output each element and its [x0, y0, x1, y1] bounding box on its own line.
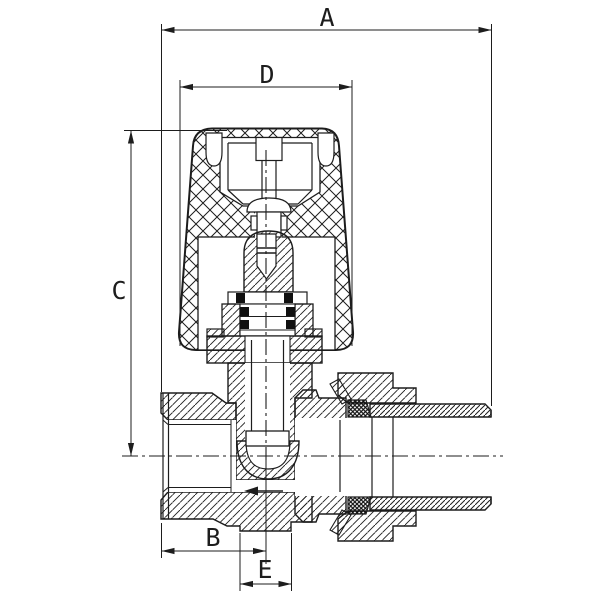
dim-e-arrow-right — [278, 580, 292, 588]
dim-d-label: D — [259, 60, 274, 89]
gasket-bottom — [347, 496, 372, 515]
dim-c-label: C — [111, 276, 126, 305]
olive-bottom — [329, 509, 352, 536]
washer-seal-right — [284, 293, 293, 303]
dim-b — [161, 460, 267, 564]
retaining-clip-left — [205, 132, 223, 167]
flow-direction-arrow-icon — [244, 486, 283, 496]
gland-core — [239, 303, 296, 337]
washer-seal-left — [236, 293, 245, 303]
centerlines — [122, 150, 503, 460]
dim-a-arrow-left — [161, 26, 175, 34]
dimensions: A D C B E — [111, 3, 492, 591]
inlet-bottom-wall-and-boss — [160, 491, 313, 532]
flow-arrow-head — [244, 486, 258, 496]
dim-e-label: E — [257, 555, 272, 584]
o-ring — [286, 320, 295, 329]
screw-stem-lines — [261, 160, 277, 198]
stem-assembly — [227, 230, 308, 305]
inlet-top-wall — [160, 392, 237, 421]
olive-top — [329, 378, 352, 405]
packing-gland — [221, 303, 314, 337]
screw-channel — [256, 233, 277, 281]
dim-b-arrow-left — [161, 547, 175, 555]
bonnet — [206, 328, 323, 365]
retaining-clip-right — [317, 132, 335, 167]
gaskets — [347, 399, 372, 515]
spindle-lines — [250, 340, 285, 431]
handwheel-insert — [227, 136, 313, 238]
tailpiece-thread-bottom — [369, 496, 492, 511]
o-ring — [240, 320, 249, 329]
dim-b-arrow-right — [253, 547, 266, 555]
spindle-plug — [245, 430, 290, 447]
bores — [163, 363, 491, 496]
seat-bowl-ring — [237, 441, 299, 479]
dim-c-arrow-bottom — [127, 443, 135, 456]
dim-d-arrow-right — [339, 83, 352, 91]
dim-a — [161, 24, 492, 406]
tailpiece-thread-top — [369, 403, 492, 418]
dim-a-label: A — [319, 3, 334, 32]
packing-lines — [240, 316, 295, 331]
dim-b-label: B — [205, 523, 220, 552]
dim-e-arrow-left — [240, 580, 253, 588]
dim-a-arrow-right — [478, 26, 492, 34]
stem-channel — [245, 363, 290, 441]
inlet-chamfers — [162, 419, 169, 493]
dim-d-arrow-left — [180, 83, 193, 91]
gasket-top — [347, 399, 372, 418]
bonnet-bore — [244, 335, 291, 365]
dim-d — [179, 80, 353, 346]
gland-wall-left — [221, 303, 241, 337]
o-ring — [286, 307, 295, 316]
stem-dome — [246, 197, 292, 213]
internals — [162, 340, 492, 519]
dim-c — [124, 130, 227, 456]
seat-bowl-inner-edge — [245, 440, 291, 470]
dim-c-arrow-top — [127, 130, 135, 144]
o-ring — [240, 307, 249, 316]
dim-e — [239, 533, 292, 591]
